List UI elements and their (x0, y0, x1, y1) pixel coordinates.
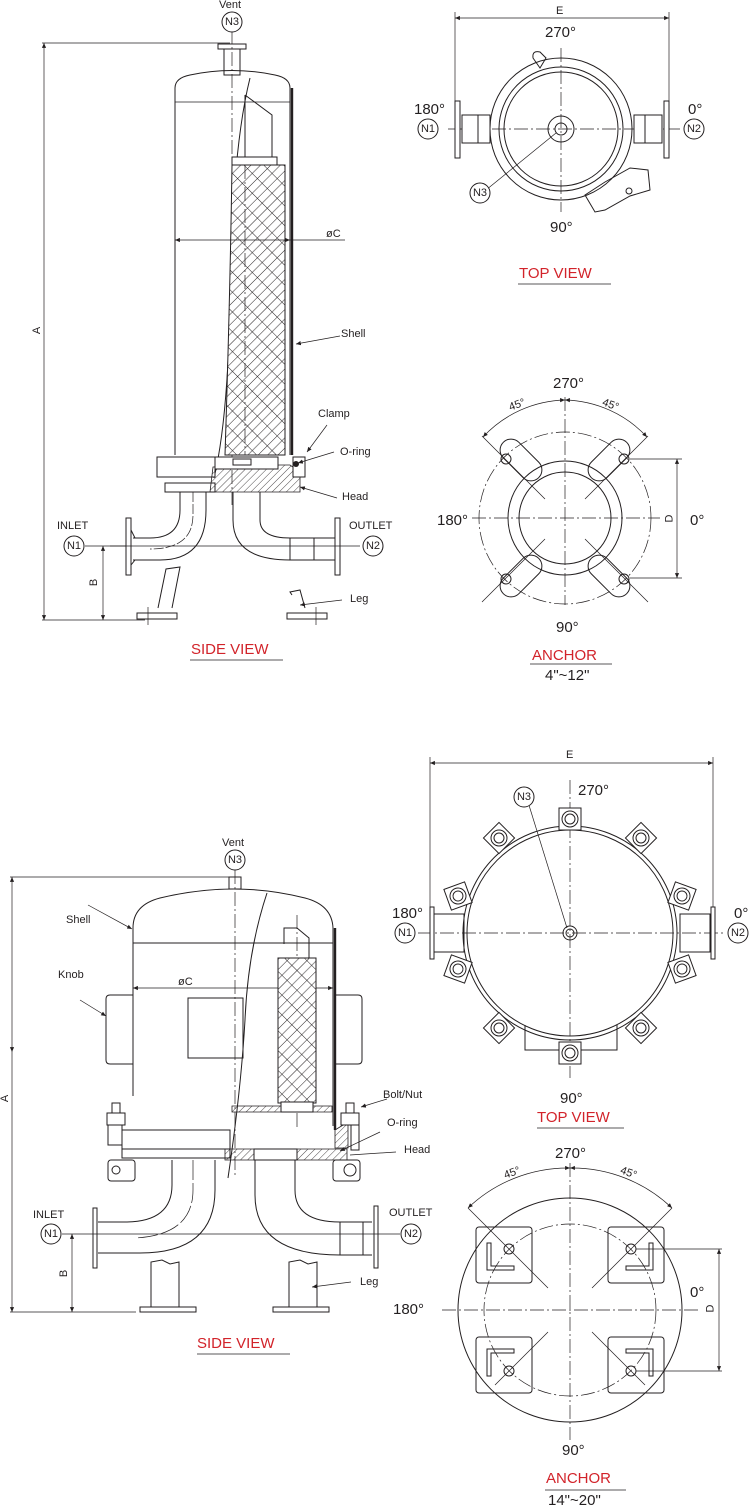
top-nozzle-n2: N2 (686, 123, 702, 135)
anchor-angle-90: 90° (556, 619, 579, 636)
lower-top-nozzle-n2: N2 (730, 927, 746, 939)
lower-anchor-angle-0: 0° (690, 1284, 705, 1301)
lower-top-view (394, 757, 749, 1129)
lower-outlet-label: OUTLET (389, 1207, 433, 1219)
upper-side-view-title: SIDE VIEW (191, 641, 269, 658)
lower-side-view (9, 849, 422, 1355)
lower-top-angle-270: 270° (578, 782, 610, 799)
lower-anchor-title: ANCHOR (546, 1470, 612, 1487)
inlet-label: INLET (57, 520, 89, 532)
upper-top-view (417, 12, 705, 285)
upper-anchor (472, 397, 682, 665)
anchor-slot-tl (481, 435, 546, 500)
lower-callout-shell: Shell (66, 914, 91, 926)
lower-anchor-angle-90: 90° (562, 1442, 585, 1459)
bolt-right (332, 1102, 361, 1182)
lower-dim-e: E (566, 749, 574, 761)
lower-anchor-dim-d: D (704, 1304, 717, 1313)
dim-c-label: øC (326, 228, 341, 240)
lower-top-view-title: TOP VIEW (537, 1109, 610, 1126)
callout-clamp: Clamp (318, 408, 350, 420)
bolt-left (106, 1102, 136, 1182)
lower-nozzle-n2: N2 (403, 1228, 419, 1240)
dim-e-label: E (556, 5, 564, 17)
lower-callout-leg: Leg (360, 1276, 379, 1288)
upper-anchor-title: ANCHOR (532, 647, 598, 664)
top-nozzle-n3: N3 (472, 187, 488, 199)
top-nozzle-n1: N1 (420, 123, 436, 135)
lower-dim-a: A (0, 1094, 12, 1103)
lower-top-nozzle-n3: N3 (516, 791, 532, 803)
anchor-slot-br (584, 538, 649, 603)
callout-head: Head (342, 491, 369, 503)
nozzle-n2-bubble: N2 (365, 540, 381, 552)
callout-o-ring: O-ring (340, 446, 371, 458)
upper-side-view (41, 11, 384, 661)
callout-leg: Leg (350, 593, 369, 605)
lower-top-angle-180: 180° (392, 905, 424, 922)
anchor-angle-0: 0° (690, 512, 705, 529)
lower-dim-b: B (58, 1269, 71, 1278)
anchor-slot-bl (481, 538, 546, 603)
callout-shell: Shell (341, 328, 366, 340)
lower-nozzle-n3: N3 (227, 854, 243, 866)
vent-label: Vent (219, 0, 242, 11)
anchor-slot-tr (584, 435, 649, 500)
lower-anchor-angle-180: 180° (393, 1301, 425, 1318)
anchor-angle-270: 270° (553, 375, 585, 392)
nozzle-n1-bubble: N1 (66, 540, 82, 552)
angle-0: 0° (688, 101, 703, 118)
anchor-dim-d: D (663, 514, 676, 523)
outlet-label: OUTLET (349, 520, 393, 532)
lower-inlet-label: INLET (33, 1209, 65, 1221)
lower-callout-bolt-nut: Bolt/Nut (383, 1089, 423, 1101)
lower-vent-label: Vent (222, 837, 245, 849)
dim-b-label: B (88, 578, 101, 587)
lower-side-view-title: SIDE VIEW (197, 1335, 275, 1352)
lower-top-angle-90: 90° (560, 1090, 583, 1107)
upper-anchor-size: 4"~12" (545, 667, 590, 684)
upper-top-view-title: TOP VIEW (519, 265, 592, 282)
lower-callout-head: Head (404, 1144, 431, 1156)
lower-top-nozzle-n1: N1 (397, 927, 413, 939)
lower-anchor-size: 14"~20" (548, 1492, 601, 1509)
anchor-angle-180: 180° (437, 512, 469, 529)
lower-callout-knob: Knob (58, 969, 84, 981)
dim-a-label: A (31, 326, 44, 335)
nozzle-n3-bubble: N3 (224, 16, 240, 28)
lower-callout-o-ring: O-ring (387, 1117, 418, 1129)
lower-anchor-angle-270: 270° (555, 1145, 587, 1162)
bolt-ring (443, 807, 697, 1065)
angle-180: 180° (414, 101, 446, 118)
angle-90: 90° (550, 219, 573, 236)
lower-top-angle-0: 0° (734, 905, 749, 922)
lower-anchor (442, 1163, 722, 1491)
angle-270: 270° (545, 24, 577, 41)
lower-nozzle-n1: N1 (43, 1228, 59, 1240)
lower-dim-c: øC (178, 976, 193, 988)
